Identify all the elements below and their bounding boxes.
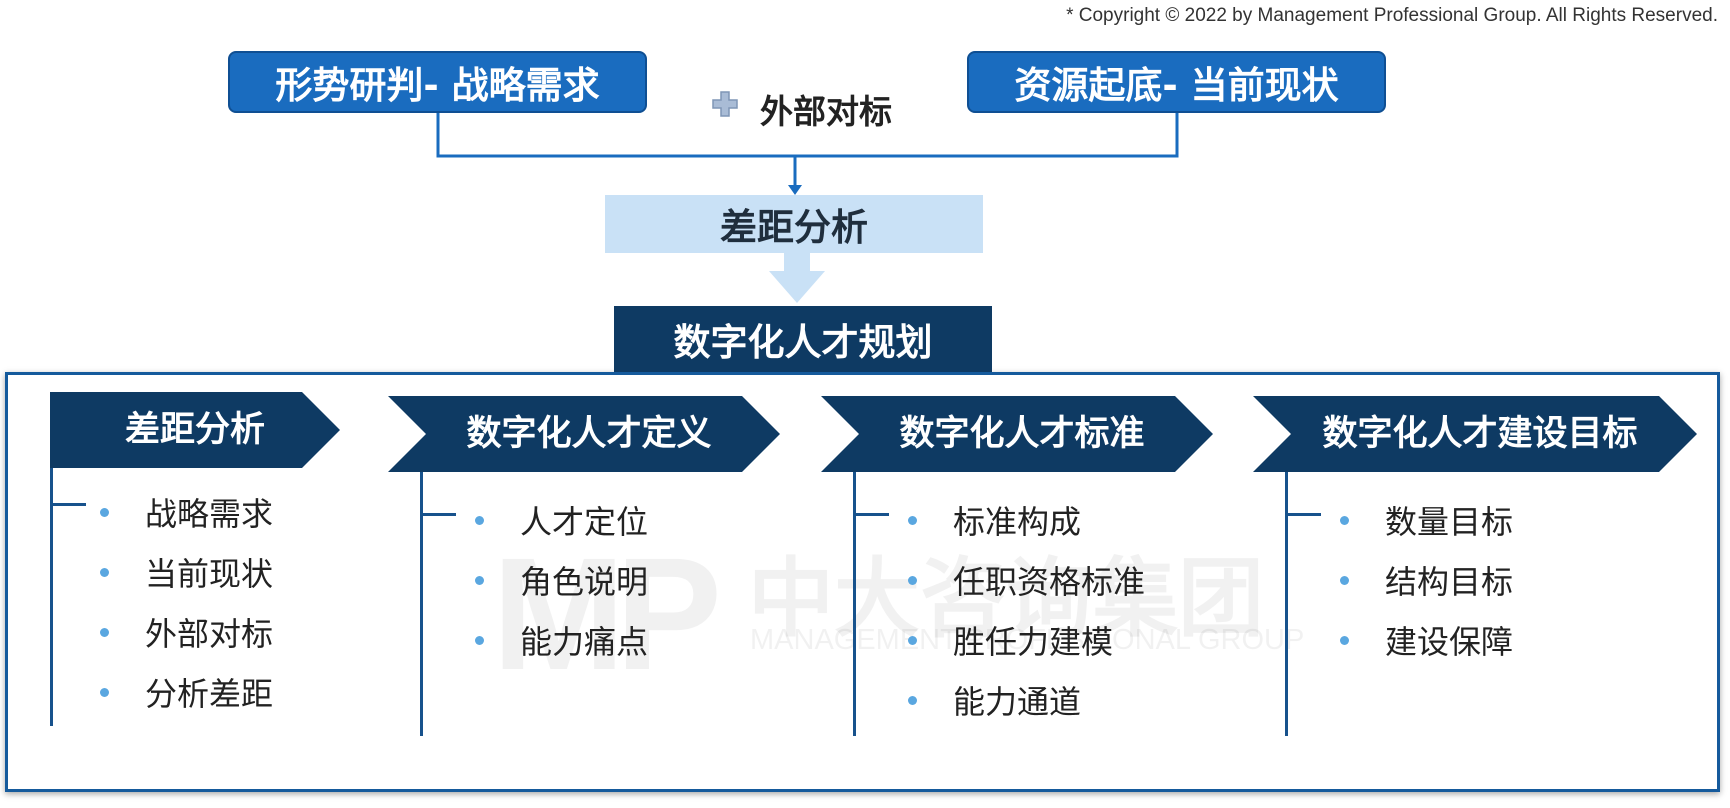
plus-icon — [712, 91, 738, 117]
list-item: 能力痛点 — [475, 617, 648, 663]
column-1-vline — [50, 468, 53, 726]
column-1-hline — [50, 503, 86, 506]
watermark-logo: MP — [492, 524, 722, 703]
external-benchmark-label: 外部对标 — [760, 92, 892, 131]
bullet-icon — [1340, 515, 1349, 525]
column-2-hline — [420, 513, 456, 516]
bullet-icon — [475, 635, 484, 645]
column-4-vline — [1285, 472, 1288, 736]
bullet-icon — [475, 515, 484, 525]
copyright-notice: * Copyright © 2022 by Management Profess… — [1066, 5, 1718, 26]
list-item: 数量目标 — [1340, 497, 1513, 543]
bullet-icon — [100, 567, 109, 577]
column-header-talent-goals: 数字化人才建设目标 — [1253, 396, 1697, 472]
column-header-gap-analysis: 差距分析 — [50, 392, 340, 468]
list-item: 分析差距 — [100, 669, 273, 715]
column-2-vline — [420, 472, 423, 736]
bullet-icon — [475, 575, 484, 585]
list-item: 当前现状 — [100, 549, 273, 595]
list-item: 结构目标 — [1340, 557, 1513, 603]
list-item: 战略需求 — [100, 489, 273, 535]
bullet-icon — [1340, 575, 1349, 585]
arrow-down-icon — [788, 185, 802, 195]
list-item: 标准构成 — [908, 497, 1081, 543]
column-3-vline — [853, 472, 856, 736]
list-item: 任职资格标准 — [908, 557, 1145, 603]
watermark-subtitle: MANAGEMENT PROFESSIONAL GROUP — [750, 624, 1305, 656]
watermark-name: 中大咨询集团 — [748, 549, 1264, 649]
bullet-icon — [908, 635, 917, 645]
bullet-icon — [1340, 635, 1349, 645]
digital-talent-planning-box: 数字化人才规划 — [614, 306, 992, 372]
bullet-icon — [908, 575, 917, 585]
connector-lines — [436, 113, 1179, 303]
bullet-icon — [908, 515, 917, 525]
list-item: 角色说明 — [475, 557, 648, 603]
bullet-icon — [100, 687, 109, 697]
block-arrow-down-icon — [769, 253, 825, 303]
list-item: 胜任力建模 — [908, 617, 1113, 663]
column-3-hline — [853, 513, 889, 516]
bullet-icon — [908, 695, 917, 705]
bullet-icon — [100, 627, 109, 637]
list-item: 能力通道 — [908, 677, 1081, 723]
list-item: 建设保障 — [1340, 617, 1513, 663]
column-header-talent-definition: 数字化人才定义 — [388, 396, 780, 472]
current-status-box: 资源起底- 当前现状 — [967, 51, 1386, 113]
strategy-demand-box: 形势研判- 战略需求 — [228, 51, 647, 113]
column-4-hline — [1285, 513, 1321, 516]
gap-analysis-box: 差距分析 — [605, 195, 983, 253]
column-header-talent-standard: 数字化人才标准 — [821, 396, 1213, 472]
list-item: 人才定位 — [475, 497, 648, 543]
list-item: 外部对标 — [100, 609, 273, 655]
bullet-icon — [100, 507, 109, 517]
